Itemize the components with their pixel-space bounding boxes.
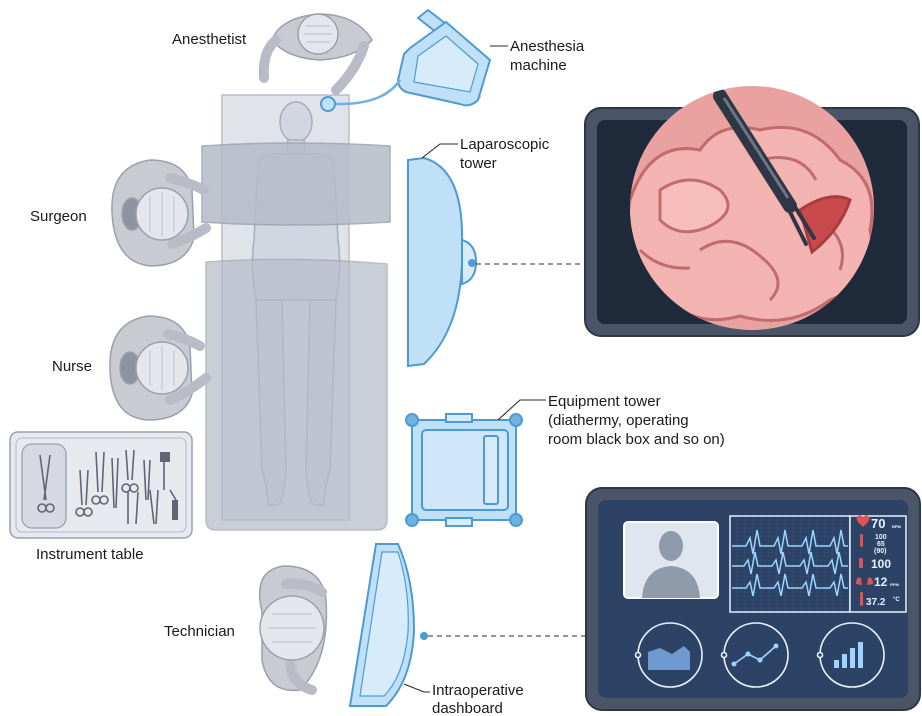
instrument-table — [10, 432, 192, 538]
anesthetist-figure — [264, 14, 372, 90]
dashboard-stand — [350, 544, 427, 706]
technician-figure — [260, 566, 327, 690]
nurse-label: Nurse — [52, 357, 92, 376]
heart-rate-unit: BPM — [892, 524, 902, 529]
patient-video-tile — [624, 522, 718, 598]
vitals-panel: 70 BPM 100 65 (90) 100 12 RPM 37.2 °C — [850, 515, 906, 612]
resp-rate-unit: RPM — [890, 582, 900, 587]
bp-systolic-value: 100 — [875, 534, 887, 541]
intraoperative-dashboard-label-line2: dashboard — [432, 699, 503, 716]
thermometer-icon — [860, 534, 863, 547]
equipment-tower-label-line2: (diathermy, operating — [548, 411, 689, 430]
spo2-value: 100 — [871, 557, 891, 571]
dashboard-monitor: 70 BPM 100 65 (90) 100 12 RPM 37.2 °C — [586, 488, 920, 710]
bp-diastolic-value: 65 — [877, 541, 885, 548]
equipment-tower-label-line1: Equipment tower — [548, 392, 661, 411]
resp-rate-value: 12 — [874, 575, 888, 589]
nurse-figure — [110, 316, 206, 420]
equipment-tower-label-line3: room black box and so on) — [548, 430, 725, 449]
anesthesia-machine-label-line1: Anesthesia — [510, 37, 584, 56]
ecg-panel — [730, 516, 850, 612]
surgeon-figure — [112, 160, 206, 266]
surgeon-label: Surgeon — [30, 207, 87, 226]
bp-mean-value: (90) — [874, 548, 886, 555]
anesthetist-label: Anesthetist — [172, 30, 246, 49]
anesthesia-machine-label-line2: machine — [510, 56, 567, 75]
intraoperative-dashboard-label-line1: Intraoperative — [432, 681, 524, 700]
temperature-value: 37.2 — [866, 597, 886, 608]
technician-label: Technician — [164, 622, 235, 641]
heart-rate-value: 70 — [871, 516, 885, 531]
laparoscopic-tower-label-line1: Laparoscopic — [460, 135, 549, 154]
temperature-unit: °C — [893, 597, 900, 603]
equipment-tower — [406, 414, 522, 526]
lower-drape — [206, 259, 387, 530]
laparoscopic-tower-label-line2: tower — [460, 154, 497, 173]
laparoscopic-tower — [408, 158, 476, 366]
instrument-table-label: Instrument table — [36, 545, 144, 564]
endoscope-monitor — [585, 84, 919, 336]
upper-drape — [202, 143, 390, 225]
